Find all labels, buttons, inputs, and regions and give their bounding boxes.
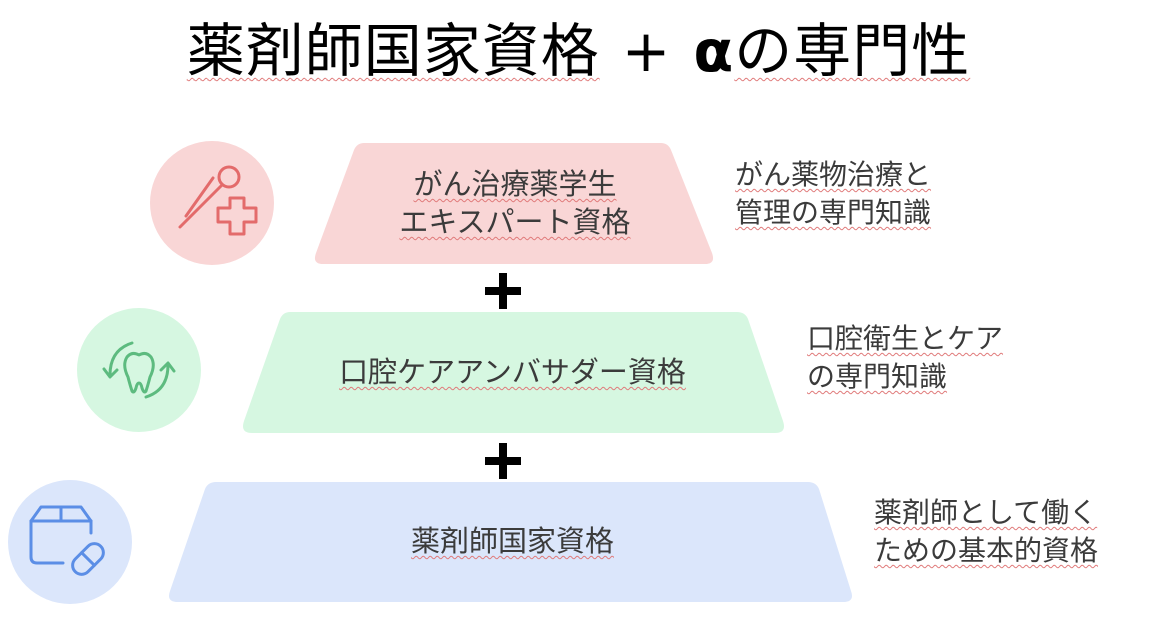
tier-bottom-shape [169, 482, 852, 602]
tier-middle-description-line-2: の専門知識 [807, 360, 948, 393]
tier-top-label-line-2: エキスパート資格 [399, 205, 631, 239]
tier-middle-label: 口腔ケアアンバサダー資格 [250, 353, 775, 391]
tier-middle-description-line-1: 口腔衛生とケア [807, 322, 1004, 355]
tier-top-shape [314, 143, 714, 264]
tier-bottom-label: 薬剤師国家資格 [180, 522, 845, 560]
plus-connector-2 [485, 443, 521, 479]
tooth-refresh-icon [77, 308, 201, 432]
title-plus: + [621, 17, 672, 85]
page-title: 薬剤師国家資格 + αの専門性 [0, 14, 1157, 88]
tier-middle-shape [243, 312, 784, 433]
title-alpha: α [693, 17, 735, 85]
tier-bottom-description-line-2: ための基本的資格 [874, 534, 1099, 567]
plus-connector-1 [485, 273, 521, 309]
tier-top-description-line-1: がん薬物治療と [735, 158, 932, 191]
tier-middle-description: 口腔衛生とケア の専門知識 [807, 320, 1003, 396]
tier-bottom-description-line-1: 薬剤師として働く [874, 496, 1098, 529]
thermometer-medical-cross-icon [150, 141, 274, 265]
tier-bottom-label-line-1: 薬剤師国家資格 [410, 524, 614, 558]
tier-middle-label-line-1: 口腔ケアアンバサダー資格 [339, 355, 686, 389]
title-left: 薬剤師国家資格 [186, 17, 600, 85]
tier-bottom-description: 薬剤師として働く ための基本的資格 [874, 494, 1098, 570]
medicine-box-pill-icon [8, 480, 132, 604]
tier-top-description-line-2: 管理の専門知識 [735, 196, 932, 229]
title-right: の専門性 [734, 17, 971, 85]
tier-top-label-line-1: がん治療薬学生 [413, 167, 617, 201]
tier-top-description: がん薬物治療と 管理の専門知識 [735, 156, 931, 232]
tier-top-label: がん治療薬学生 エキスパート資格 [330, 165, 700, 241]
